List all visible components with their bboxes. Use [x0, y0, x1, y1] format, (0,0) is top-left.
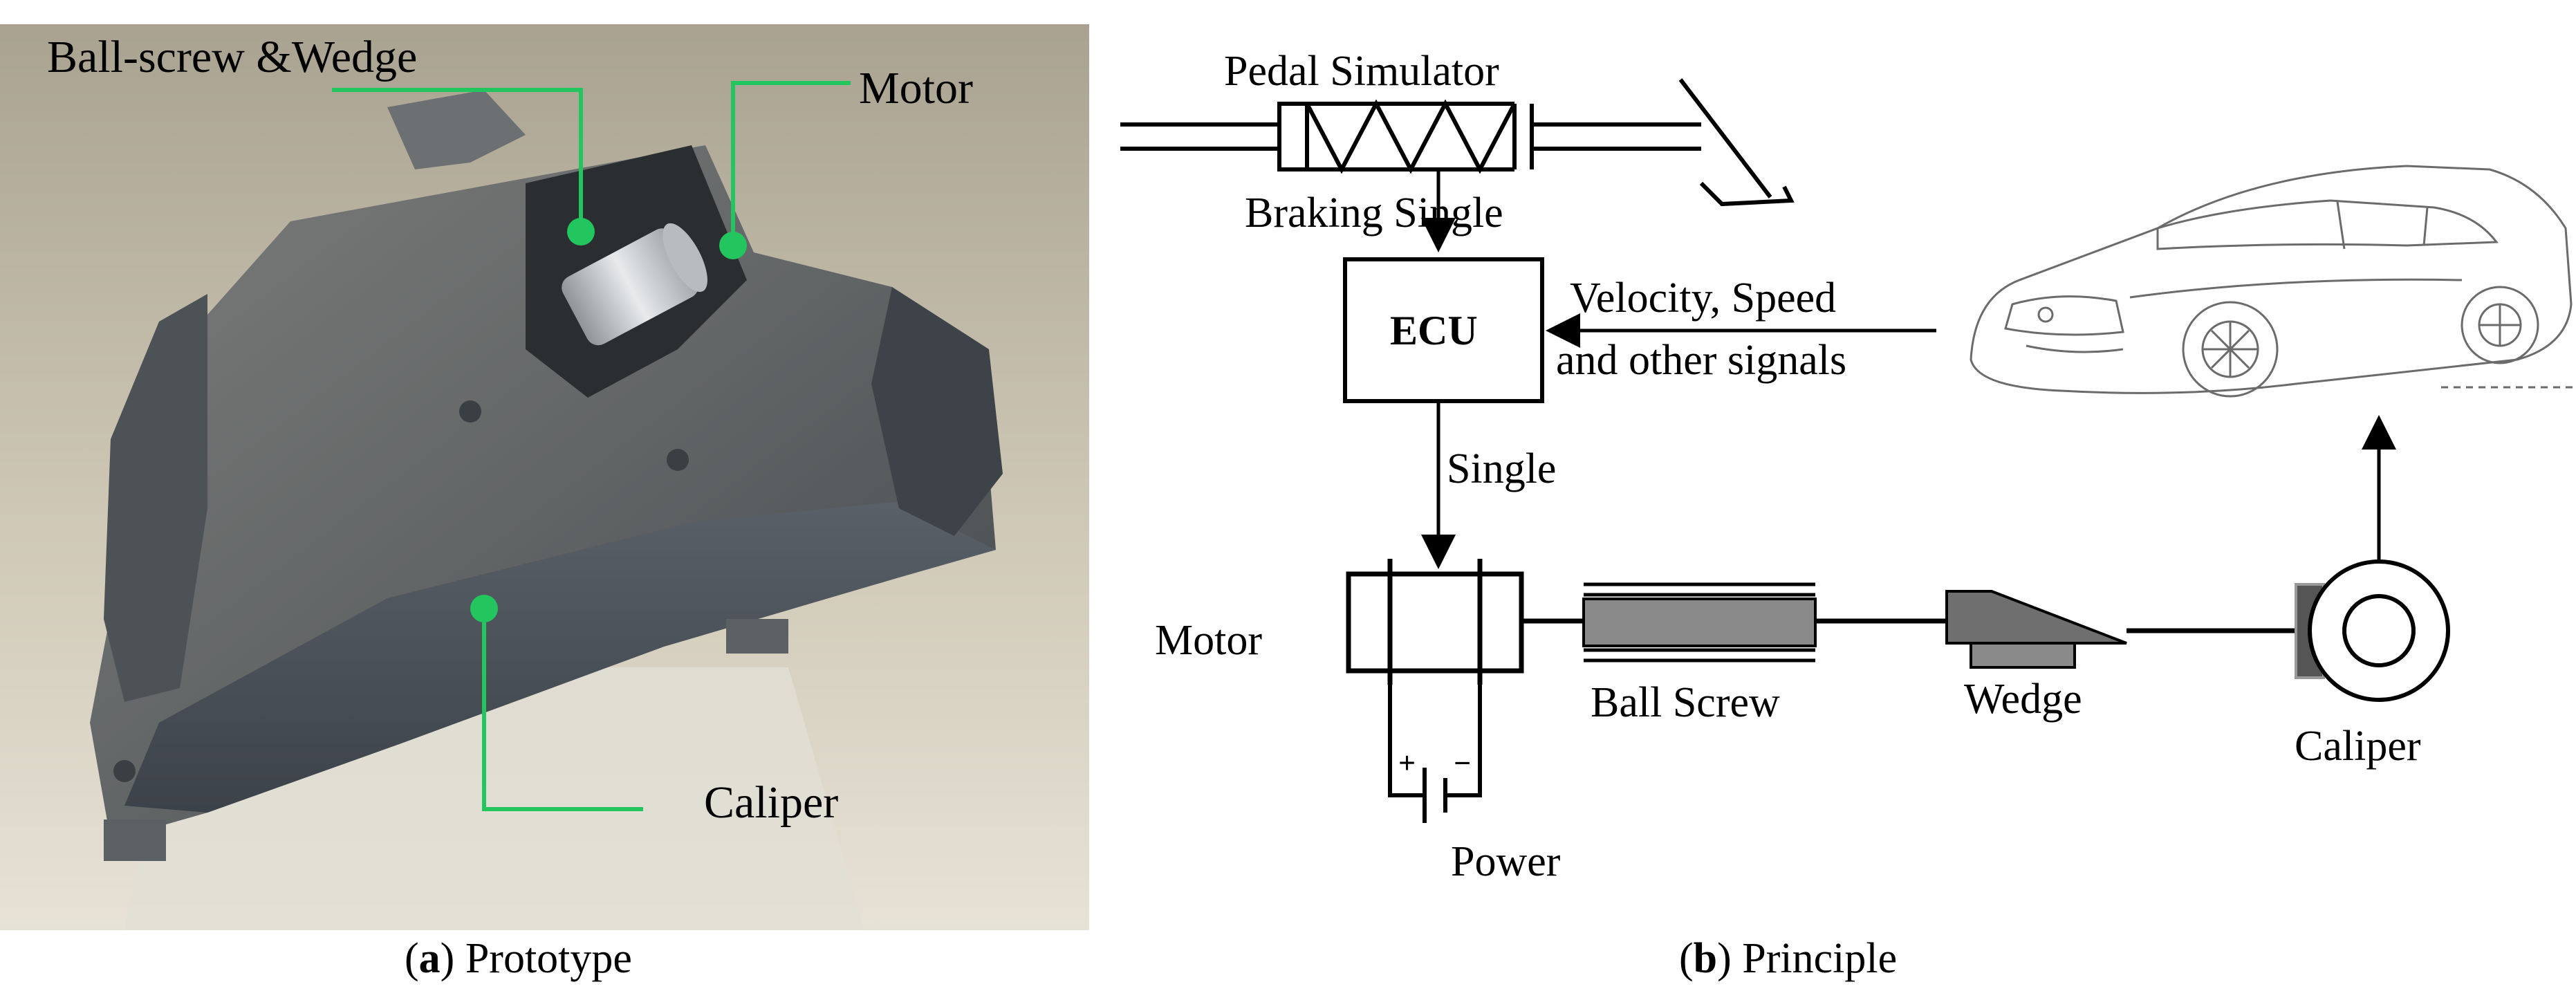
screw: [113, 760, 136, 782]
caption-a: (a) Prototype: [405, 935, 632, 982]
caliper-right-block: [871, 287, 1003, 536]
motor-marker: [719, 232, 747, 259]
screw: [667, 449, 689, 471]
principle-diagram: [1120, 78, 2576, 823]
power-plus-label: +: [1398, 746, 1416, 780]
caliper-top-bracket: [387, 90, 526, 169]
caption-b-text: Principle: [1742, 935, 1898, 982]
caption-b-letter: b: [1693, 935, 1718, 982]
ball-screw: [1582, 582, 1817, 663]
power-label: Power: [1451, 838, 1561, 885]
base-foot: [726, 619, 788, 654]
caption-a-letter: a: [418, 935, 441, 982]
wedge: [1945, 590, 2127, 669]
ball-screw-wedge-label: Ball-screw &Wedge: [47, 32, 418, 82]
caption-b: (b) Principle: [1679, 935, 1898, 982]
motor-diagram-label: Motor: [1155, 617, 1262, 664]
caliper-left-ear: [104, 294, 207, 702]
caliper-diagram-label: Caliper: [2295, 723, 2421, 770]
car-sketch: [1970, 165, 2576, 398]
base-foot: [104, 820, 166, 861]
power-circuit: [1388, 671, 1482, 823]
motor-cylinder: [562, 223, 707, 346]
caliper-label: Caliper: [704, 777, 839, 828]
caption-a-text: Prototype: [465, 935, 632, 982]
wedge-label: Wedge: [1964, 676, 2082, 723]
motor-label: Motor: [859, 63, 973, 113]
velocity-label-line1: Velocity, Speed: [1570, 275, 1837, 322]
velocity-label-line2: and other signals: [1556, 337, 1847, 384]
ball-screw-leader: [332, 88, 583, 232]
screw: [459, 400, 481, 423]
power-minus-label: −: [1454, 746, 1472, 780]
caliper-front-plate: [124, 501, 996, 813]
motor-block: [1346, 559, 1524, 685]
caliper-leader: [482, 605, 643, 811]
ball-screw-label: Ball Screw: [1591, 679, 1780, 726]
prototype-photo: [0, 24, 1089, 930]
pedal-simulator: [1120, 78, 1795, 207]
braking-single-label: Braking Single: [1245, 189, 1503, 237]
motor-leader: [731, 81, 851, 246]
car-logo: [2037, 306, 2054, 323]
ball-screw-marker: [567, 218, 595, 246]
pedal-simulator-label: Pedal Simulator: [1224, 48, 1499, 95]
single-label: Single: [1447, 445, 1557, 492]
caliper-marker: [470, 595, 498, 622]
ecu-label: ECU: [1390, 308, 1478, 353]
brake-hub: [2342, 594, 2416, 667]
ecu-box: [1343, 257, 1544, 403]
